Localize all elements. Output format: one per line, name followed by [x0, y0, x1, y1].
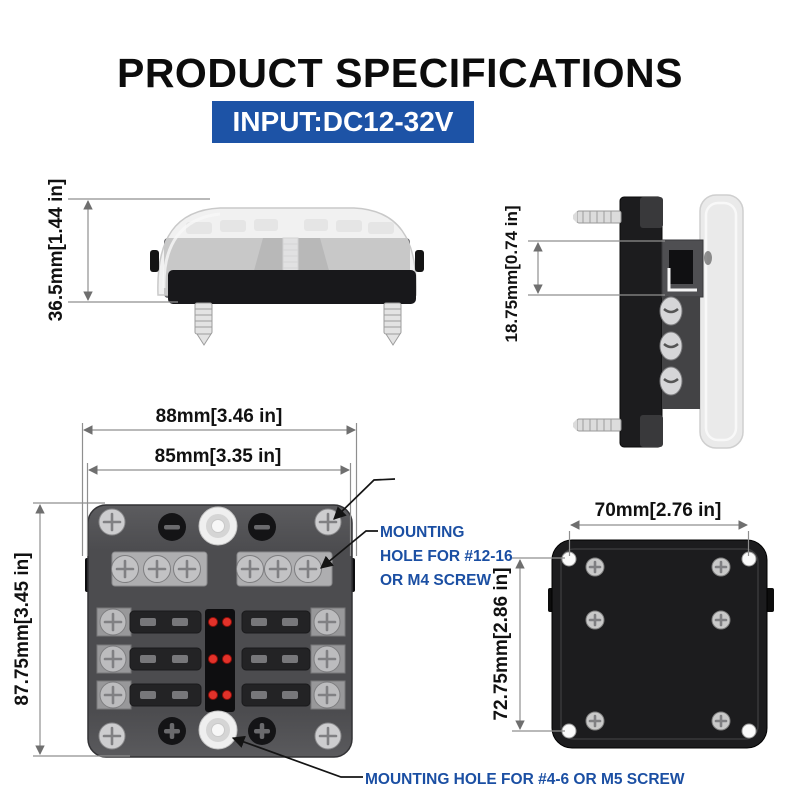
mounting-screw: [194, 302, 213, 346]
dim-front-width-inner: 85mm[3.35 in]: [154, 446, 282, 467]
input-voltage-banner: INPUT:DC12-32V: [212, 101, 474, 143]
mounting-note-m4-line2: HOLE FOR #12-16: [380, 548, 513, 565]
fuse-box-back-view-graphic: [548, 539, 774, 749]
fuse-box-front-view-graphic: [85, 504, 355, 758]
corner-screw: [314, 722, 342, 750]
dim-back-width: 70mm[2.76 in]: [594, 500, 722, 521]
mounting-note-m4-line3: OR M4 SCREW: [380, 572, 492, 589]
corner-screw: [314, 508, 342, 536]
back-plate: [551, 539, 768, 749]
fuse-slot: [241, 610, 311, 707]
side-clip: [150, 250, 159, 272]
fuse-box-side-view-graphic: [150, 207, 424, 346]
terminal-screw: [659, 366, 683, 396]
mounting-hole-grommet-top: [198, 506, 238, 546]
negative-port: [248, 513, 276, 541]
cover-latch: [704, 251, 712, 265]
base-plate: [168, 270, 416, 304]
terminal-block: [236, 551, 333, 587]
side-clip: [766, 588, 774, 612]
bottom-cap: [640, 415, 663, 447]
corner-screw: [98, 722, 126, 750]
edge-terminal: [310, 607, 346, 710]
back-screw: [585, 557, 731, 731]
fuse-box-profile-view-graphic: [573, 194, 744, 449]
mounting-hole-grommet-bottom: [198, 710, 238, 750]
mounting-note-m4-line1: MOUNTING: [380, 524, 465, 541]
terminal-screw: [659, 296, 683, 326]
terminal-screw: [659, 331, 683, 361]
edge-terminal: [96, 607, 132, 710]
corner-screw: [98, 508, 126, 536]
top-cap: [640, 197, 663, 228]
positive-port: [248, 717, 276, 745]
terminal-block: [111, 551, 208, 587]
dim-side-height: 36.5mm[1.44 in]: [46, 178, 67, 322]
mounting-note-m4: MOUNTING HOLE FOR #12-16 OR M4 SCREW: [380, 521, 513, 593]
page-title: PRODUCT SPECIFICATIONS: [116, 50, 684, 96]
positive-port: [158, 717, 186, 745]
side-clip: [415, 250, 424, 272]
mounting-screw: [383, 302, 402, 346]
dim-profile-depth: 18.75mm[0.74 in]: [502, 205, 521, 343]
led-indicator-strip: [205, 609, 235, 712]
base-plate-edge: [619, 196, 663, 448]
mounting-screw: [573, 210, 622, 224]
mounting-note-m5: MOUNTING HOLE FOR #4-6 OR M5 SCREW: [365, 771, 685, 788]
mounting-screw: [573, 418, 622, 432]
dim-front-height: 87.75mm[3.45 in]: [12, 552, 33, 706]
fuse-slot: [129, 610, 202, 707]
dim-front-width-outer: 88mm[3.46 in]: [155, 406, 283, 427]
negative-port: [158, 513, 186, 541]
